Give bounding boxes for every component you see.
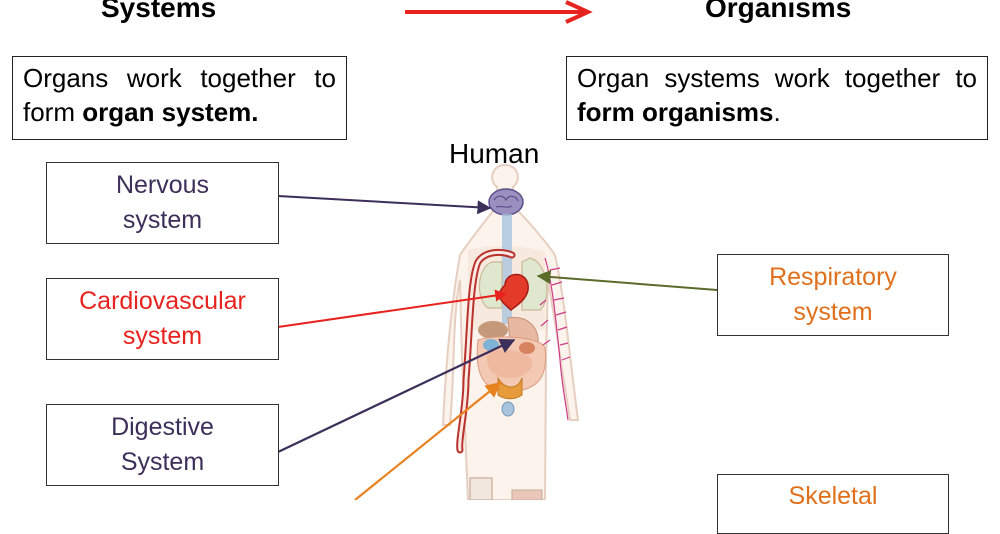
systems-heading: Systems	[101, 0, 217, 23]
nervous-system-label: Nervous system	[116, 168, 209, 238]
respiratory-arrow	[536, 270, 718, 291]
leg-bones-icon	[469, 477, 543, 500]
organism-description: Organ systems work together to form orga…	[566, 56, 988, 140]
brain-icon	[488, 188, 524, 216]
cardiovascular-line1: Cardiovascular	[79, 287, 246, 315]
flow-arrow	[405, 0, 593, 24]
digestive-system-label: Digestive System	[111, 410, 214, 480]
heart-icon	[456, 248, 529, 454]
organism-tail: .	[773, 97, 781, 127]
organ-system-text: Organs work together to form	[23, 63, 336, 127]
respiratory-system-box: Respiratory system	[717, 254, 949, 336]
digestive-line2: System	[120, 448, 205, 476]
digestive-line1: Digestive	[111, 413, 214, 441]
nervous-system-box: Nervous system	[46, 162, 279, 244]
human-diagram	[277, 0, 718, 500]
nervous-line1: Nervous	[115, 171, 210, 199]
skeletal-system-box: Skeletal	[717, 474, 949, 534]
skeletal-line1: Skeletal	[788, 482, 878, 510]
cardiovascular-line2: system	[122, 322, 203, 350]
skeletal-arrow	[354, 382, 502, 500]
cardiovascular-arrow	[277, 289, 508, 328]
organism-text: Organ systems work together to	[577, 63, 977, 93]
organ-system-description: Organs work together to form organ syste…	[12, 56, 347, 140]
digestive-arrow	[277, 338, 516, 453]
respiratory-line1: Respiratory	[769, 263, 897, 291]
digestive-system-box: Digestive System	[46, 404, 279, 486]
digestive-organs-icon	[476, 316, 547, 417]
airway-icon	[502, 214, 512, 324]
skeletal-system-label: Skeletal	[789, 479, 878, 514]
respiratory-line2: system	[793, 298, 873, 326]
cardiovascular-system-box: Cardiovascular system	[46, 278, 279, 360]
human-label: Human	[449, 138, 540, 169]
organisms-heading: Organisms	[705, 0, 852, 23]
nervous-line2: system	[122, 206, 203, 234]
respiratory-system-label: Respiratory system	[769, 260, 897, 330]
organ-system-bold: organ system.	[82, 97, 259, 127]
cardiovascular-system-label: Cardiovascular system	[79, 284, 246, 354]
nervous-arrow	[277, 195, 492, 215]
organism-bold: form organisms	[577, 97, 774, 127]
